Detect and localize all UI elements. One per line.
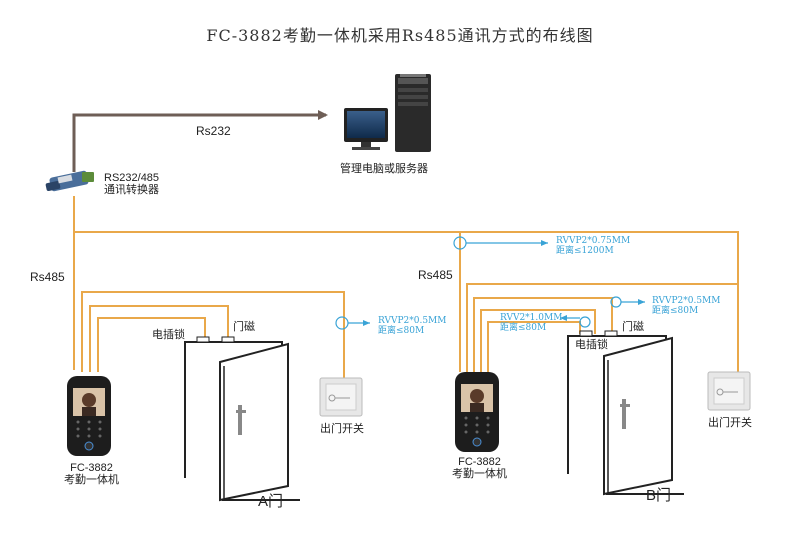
rs485-right-label: Rs485 xyxy=(418,268,453,282)
door-b-label: B门 xyxy=(646,487,672,504)
door-a xyxy=(184,336,300,502)
converter-icon xyxy=(45,170,94,192)
door-b-wiring xyxy=(466,283,739,372)
door-a-wiring xyxy=(81,291,345,378)
device-b-icon xyxy=(455,372,499,452)
converter-label: RS232/485 通讯转换器 xyxy=(104,172,160,196)
device-b-label: FC-3882 考勤一体机 xyxy=(452,456,507,480)
exit-b-label: 出门开关 xyxy=(708,417,752,429)
rs232-label: Rs232 xyxy=(196,124,231,138)
door-b-lock-cable-note: RVV2*1.0MM 距离≤80M xyxy=(500,313,563,333)
door-b-exit-cable-note: RVVP2*0.5MM 距离≤80M xyxy=(652,296,721,316)
main-cable-note: RVVP2*0.75MM 距离≤1200M xyxy=(556,236,631,256)
door-a-label: A门 xyxy=(258,493,284,510)
exit-button-a-icon xyxy=(319,377,363,417)
server-computer-icon xyxy=(344,74,431,152)
magnet-a-label: 门磁 xyxy=(233,321,255,333)
rs485-left-label: Rs485 xyxy=(30,270,65,284)
exit-a-label: 出门开关 xyxy=(320,423,364,435)
lock-a-label: 电插锁 xyxy=(152,329,185,341)
rs232-arrow xyxy=(72,110,328,172)
rs485-bus xyxy=(73,196,739,372)
lock-b-label: 电插锁 xyxy=(575,339,608,351)
magnet-b-label: 门磁 xyxy=(622,321,644,333)
device-a-label: FC-3882 考勤一体机 xyxy=(64,462,119,486)
door-b xyxy=(567,330,684,496)
exit-button-b-icon xyxy=(707,371,751,411)
cable-markers xyxy=(335,236,645,330)
door-a-exit-cable-note: RVVP2*0.5MM 距离≤80M xyxy=(378,316,447,336)
page-title: FC-3882考勤一体机采用Rs485通讯方式的布线图 xyxy=(206,26,594,45)
server-label: 管理电脑或服务器 xyxy=(340,163,428,175)
device-a-icon xyxy=(67,376,111,456)
